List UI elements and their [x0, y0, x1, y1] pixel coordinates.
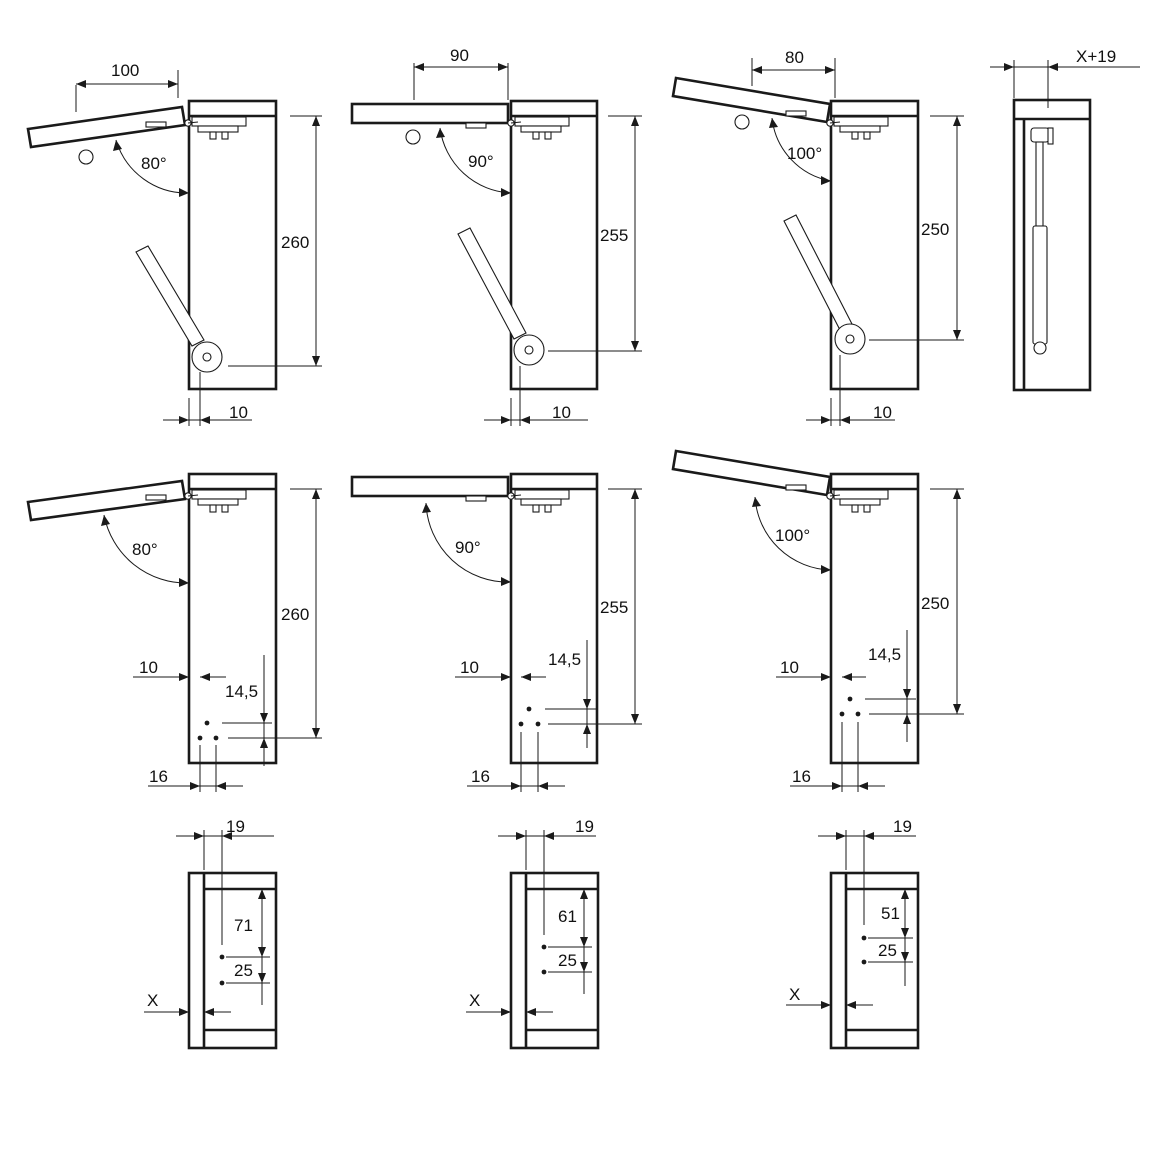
label-top-offset: 19	[226, 817, 245, 836]
gas-cylinder	[1032, 225, 1048, 345]
cabinet-side	[829, 472, 920, 765]
label-top-width: 100	[111, 61, 139, 80]
label-angle: 80°	[132, 540, 158, 559]
label-vertical-offset: 14,5	[868, 645, 901, 664]
label-top-offset: 19	[893, 817, 912, 836]
label-side-x: X	[789, 985, 800, 1004]
label-depth: 51	[881, 904, 900, 923]
label-side-view: X+19	[1076, 47, 1116, 66]
label-spacing: 25	[234, 961, 253, 980]
label-top-width: 90	[450, 46, 469, 65]
frame-diagram-71: 19 71 25 X	[144, 817, 278, 1050]
frame-diagram-61: 19 61 25 X	[466, 817, 600, 1050]
lid-panel	[350, 102, 510, 125]
label-height: 260	[281, 605, 309, 624]
label-base-offset: 10	[552, 403, 571, 422]
label-angle: 80°	[141, 154, 167, 173]
label-spacing: 16	[471, 767, 490, 786]
label-spacing: 25	[558, 951, 577, 970]
drilling-diagram-100: 100° 250 10 14,5 16	[671, 449, 964, 792]
label-vertical-offset: 14,5	[548, 650, 581, 669]
gas-cylinder	[135, 245, 205, 347]
label-height: 250	[921, 594, 949, 613]
cabinet-side	[509, 472, 599, 765]
label-base-offset: 10	[229, 403, 248, 422]
label-height: 255	[600, 226, 628, 245]
frame-diagram-51: 19 51 25 X	[786, 817, 920, 1050]
cabinet-frame	[187, 871, 278, 1050]
strut-diagram-100: 80 100° 250 10	[671, 48, 964, 426]
cabinet-side	[829, 99, 920, 391]
label-spacing: 25	[878, 941, 897, 960]
label-angle: 100°	[775, 526, 810, 545]
lid-panel	[26, 479, 187, 522]
label-vertical-offset: 14,5	[225, 682, 258, 701]
label-angle: 90°	[468, 152, 494, 171]
cabinet-side	[187, 99, 278, 391]
label-side-x: X	[147, 991, 158, 1010]
cabinet-frame	[829, 871, 920, 1050]
label-depth: 71	[234, 916, 253, 935]
label-left-offset: 10	[460, 658, 479, 677]
label-left-offset: 10	[780, 658, 799, 677]
gas-cylinder	[457, 227, 527, 340]
label-height: 255	[600, 598, 628, 617]
cabinet-body	[1012, 98, 1092, 392]
label-base-offset: 10	[873, 403, 892, 422]
cabinet-side	[187, 472, 278, 765]
strut-diagram-80: 100 80° 260 10	[26, 61, 322, 426]
cabinet-side	[509, 99, 599, 391]
gas-cylinder	[783, 214, 853, 331]
lid-panel	[350, 475, 510, 498]
label-spacing: 16	[149, 767, 168, 786]
label-side-x: X	[469, 991, 480, 1010]
label-height: 260	[281, 233, 309, 252]
label-angle: 90°	[455, 538, 481, 557]
label-depth: 61	[558, 907, 577, 926]
label-top-width: 80	[785, 48, 804, 67]
label-top-offset: 19	[575, 817, 594, 836]
side-view-diagram: X+19	[990, 47, 1140, 392]
cabinet-frame	[509, 871, 600, 1050]
label-angle: 100°	[787, 144, 822, 163]
drilling-diagram-90: 90° 255 10 14,5 16	[350, 472, 642, 792]
drilling-diagram-80: 80° 260 10 14,5 16	[26, 472, 322, 792]
label-spacing: 16	[792, 767, 811, 786]
label-left-offset: 10	[139, 658, 158, 677]
strut-diagram-90: 90 90° 255 10	[350, 46, 642, 426]
label-height: 250	[921, 220, 949, 239]
